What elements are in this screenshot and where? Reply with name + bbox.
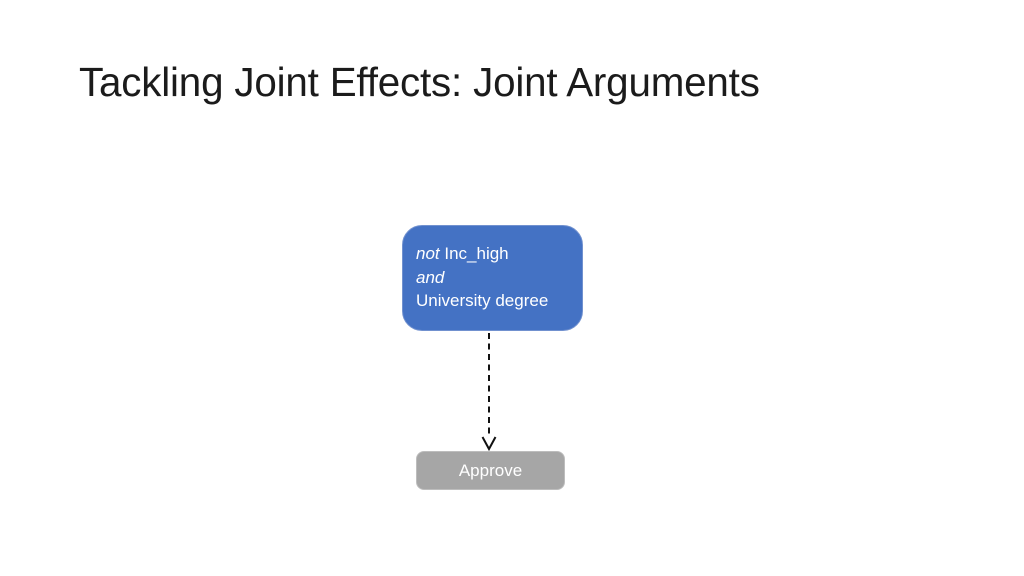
- decision-label: Approve: [458, 460, 523, 480]
- dashed-arrow-connector: [481, 333, 497, 452]
- arrowhead-icon: [481, 436, 497, 452]
- argument-node: not Inc_high and University degree: [402, 225, 583, 331]
- argument-line-1: not Inc_high: [416, 242, 570, 266]
- slide-title: Tackling Joint Effects: Joint Arguments: [79, 59, 760, 105]
- argument-line2-operator: and: [416, 267, 445, 287]
- argument-line1-operator: not: [416, 244, 445, 263]
- argument-line3-term: University degree: [416, 291, 549, 310]
- argument-line1-term: Inc_high: [444, 244, 509, 263]
- decision-node: Approve: [416, 451, 565, 490]
